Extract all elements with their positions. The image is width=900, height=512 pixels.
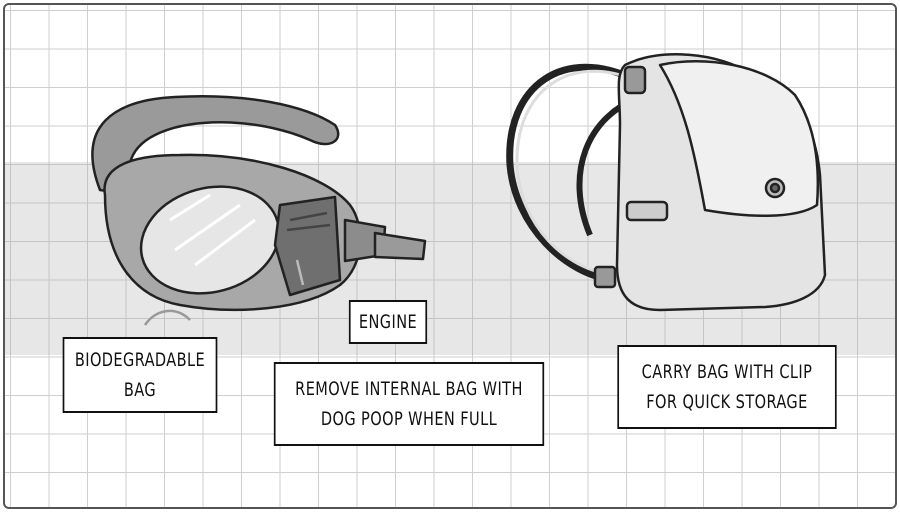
label-remove-bag: REMOVE INTERNAL BAG WITH DOG POOP WHEN F… (273, 362, 545, 446)
poop-vacuum-device (91, 95, 427, 326)
carry-bag (506, 53, 827, 312)
illustration (91, 53, 827, 326)
label-engine-text: ENGINE (358, 311, 418, 333)
label-remove-bag-text: REMOVE INTERNAL BAG WITH DOG POOP WHEN F… (295, 378, 523, 430)
label-carry-bag: CARRY BAG WITH CLIP FOR QUICK STORAGE (617, 345, 837, 429)
label-biodegradable-bag: BIODEGRADABLE BAG (62, 337, 218, 413)
label-engine: ENGINE (348, 300, 428, 344)
label-carry-bag-text: CARRY BAG WITH CLIP FOR QUICK STORAGE (641, 361, 813, 413)
label-biodegradable-bag-text: BIODEGRADABLE BAG (74, 349, 206, 401)
comic-panel: BIODEGRADABLE BAG ENGINE REMOVE INTERNAL… (3, 3, 897, 509)
